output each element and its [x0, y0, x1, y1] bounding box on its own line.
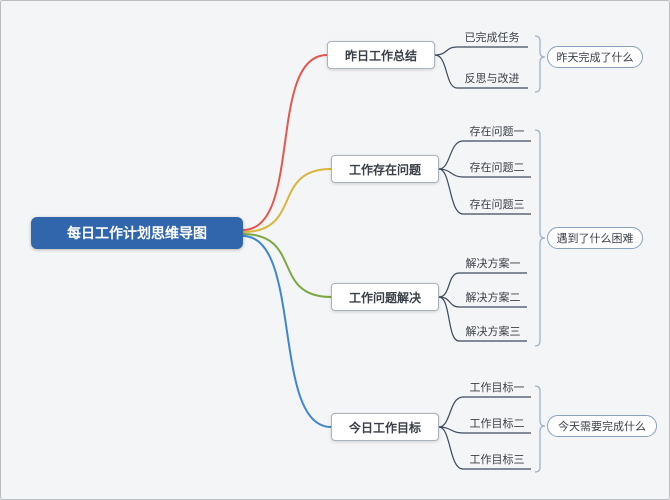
- branch-curve-problem-solutions: [242, 233, 332, 298]
- summary-brace-difficulties: [534, 129, 546, 347]
- leaf-node[interactable]: 存在问题一: [469, 125, 525, 138]
- leaf-connector: [438, 426, 531, 434]
- leaf-node[interactable]: 存在问题三: [469, 198, 525, 211]
- leaf-connector: [438, 272, 527, 298]
- branch-curve-existing-problems: [242, 168, 332, 233]
- leaf-connector: [438, 168, 531, 215]
- summary-note-yesterday[interactable]: 昨天完成了什么: [547, 46, 643, 68]
- branch-curve-yesterday-summary: [242, 54, 328, 231]
- leaf-node[interactable]: 工作目标二: [469, 417, 525, 430]
- summary-note-difficulties[interactable]: 遇到了什么困难: [547, 227, 643, 249]
- leaf-node[interactable]: 已完成任务: [464, 31, 520, 44]
- leaf-connector: [434, 46, 528, 56]
- branch-node-existing-problems[interactable]: 工作存在问题: [331, 155, 439, 183]
- leaf-connector: [438, 296, 527, 308]
- leaf-node[interactable]: 反思与改进: [464, 72, 520, 85]
- leaf-connector: [438, 140, 531, 170]
- branch-node-problem-solutions[interactable]: 工作问题解决: [331, 283, 439, 311]
- summary-brace-yesterday: [534, 35, 546, 93]
- root-node[interactable]: 每日工作计划思维导图: [31, 217, 243, 249]
- leaf-connector: [438, 168, 531, 178]
- summary-note-today[interactable]: 今天需要完成什么: [547, 415, 657, 437]
- branch-node-today-goals[interactable]: 今日工作目标: [331, 413, 439, 441]
- branch-node-yesterday-summary[interactable]: 昨日工作总结: [327, 41, 435, 69]
- leaf-node[interactable]: 解决方案一: [465, 257, 521, 270]
- leaf-node[interactable]: 工作目标三: [469, 453, 525, 466]
- branch-curve-today-goals: [242, 235, 332, 428]
- summary-brace-today: [534, 385, 546, 473]
- leaf-connector: [438, 296, 527, 342]
- leaf-node[interactable]: 存在问题二: [469, 161, 525, 174]
- leaf-node[interactable]: 解决方案二: [465, 291, 521, 304]
- leaf-connector: [438, 426, 531, 470]
- leaf-connector: [438, 396, 531, 428]
- leaf-connector: [434, 54, 528, 89]
- leaf-node[interactable]: 解决方案三: [465, 325, 521, 338]
- leaf-node[interactable]: 工作目标一: [469, 381, 525, 394]
